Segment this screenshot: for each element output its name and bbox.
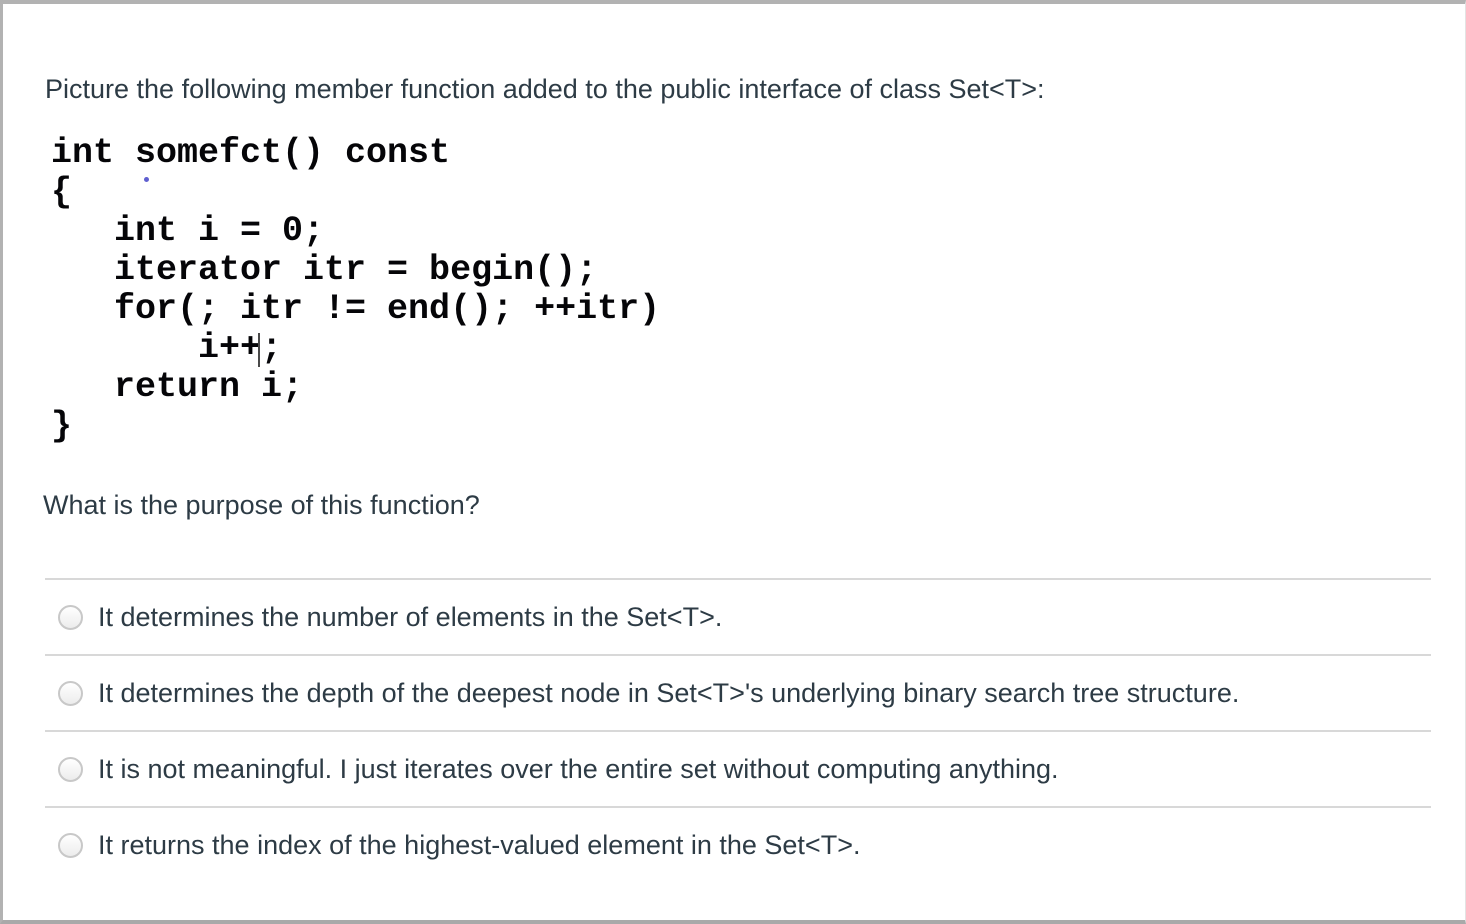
text-cursor-artifact [258,333,260,367]
answer-radio-button[interactable] [58,832,83,858]
answer-options: It determines the number of elements in … [45,578,1431,882]
answer-option-row[interactable]: It is not meaningful. I just iterates ov… [45,730,1431,806]
stray-ink-dot [144,177,149,182]
question-prompt: Picture the following member function ad… [45,74,1045,104]
answer-option-label[interactable]: It returns the index of the highest-valu… [98,830,861,860]
code-block: int somefct() const { int i = 0; iterato… [51,133,661,446]
answer-option-row[interactable]: It determines the depth of the deepest n… [45,654,1431,730]
answer-option-label[interactable]: It is not meaningful. I just iterates ov… [98,754,1059,784]
answer-radio-button[interactable] [58,604,83,630]
answer-option-row[interactable]: It returns the index of the highest-valu… [45,806,1431,882]
answer-radio-button[interactable] [58,756,83,782]
answer-option-row[interactable]: It determines the number of elements in … [45,578,1431,654]
answer-option-label[interactable]: It determines the number of elements in … [98,602,723,632]
answer-radio-button[interactable] [58,680,83,706]
question-subprompt: What is the purpose of this function? [43,490,480,520]
answer-option-label[interactable]: It determines the depth of the deepest n… [98,678,1240,708]
